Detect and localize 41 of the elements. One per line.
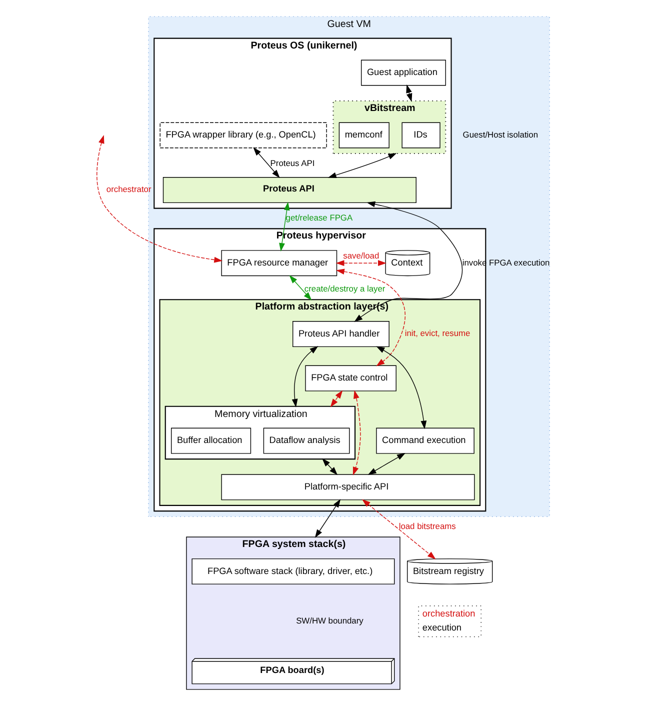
- node-box: Guest application: [360, 60, 446, 86]
- arrow: [288, 275, 312, 300]
- node-box: IDs: [401, 122, 440, 148]
- edge-label: load bitstreams: [398, 521, 456, 532]
- edge-label: save/load: [342, 250, 379, 261]
- arrow: [352, 390, 360, 476]
- label: SW/HW boundary: [296, 615, 363, 626]
- node-box: memconf: [338, 122, 389, 148]
- node-box: Command execution: [376, 428, 474, 454]
- arrow: [278, 202, 290, 252]
- arrow: [406, 84, 412, 102]
- node-box: Dataflow analysis: [262, 428, 350, 454]
- legend-label: execution: [422, 622, 462, 633]
- arrow: [367, 453, 405, 475]
- arrow: [96, 134, 222, 263]
- arrow: [335, 260, 386, 266]
- arrow: [335, 268, 405, 366]
- legend-label: orchestration: [422, 608, 475, 619]
- node-box: Buffer allocation: [170, 428, 251, 454]
- edge-label: get/release FPGA: [285, 212, 352, 223]
- edge-label: orchestrator: [106, 184, 151, 194]
- arrow: [361, 499, 436, 560]
- arrow: [252, 147, 280, 178]
- label: Guest/Host isolation: [462, 129, 538, 140]
- node-box: FPGA wrapper library (e.g., OpenCL): [159, 122, 326, 148]
- arrow: [322, 458, 338, 476]
- node-box: FPGA resource manager: [220, 250, 337, 276]
- edge-label: init, evict, resume: [404, 328, 470, 338]
- arrow: [330, 390, 342, 408]
- arrow: [376, 346, 426, 430]
- arrow: [291, 346, 318, 408]
- edge-label: Proteus API: [270, 158, 314, 168]
- arrow: [327, 153, 396, 178]
- node-box: FPGA state control: [304, 365, 396, 392]
- edge-label: create/destroy a layer: [304, 284, 385, 294]
- node-box: FPGA software stack (library, driver, etc.): [191, 558, 394, 584]
- node-box: Proteus API handler: [292, 321, 389, 348]
- node-box: Platform-specific API: [220, 474, 474, 500]
- arrow: [314, 499, 340, 538]
- arrow: [354, 201, 462, 322]
- node-box: Proteus API: [162, 177, 416, 204]
